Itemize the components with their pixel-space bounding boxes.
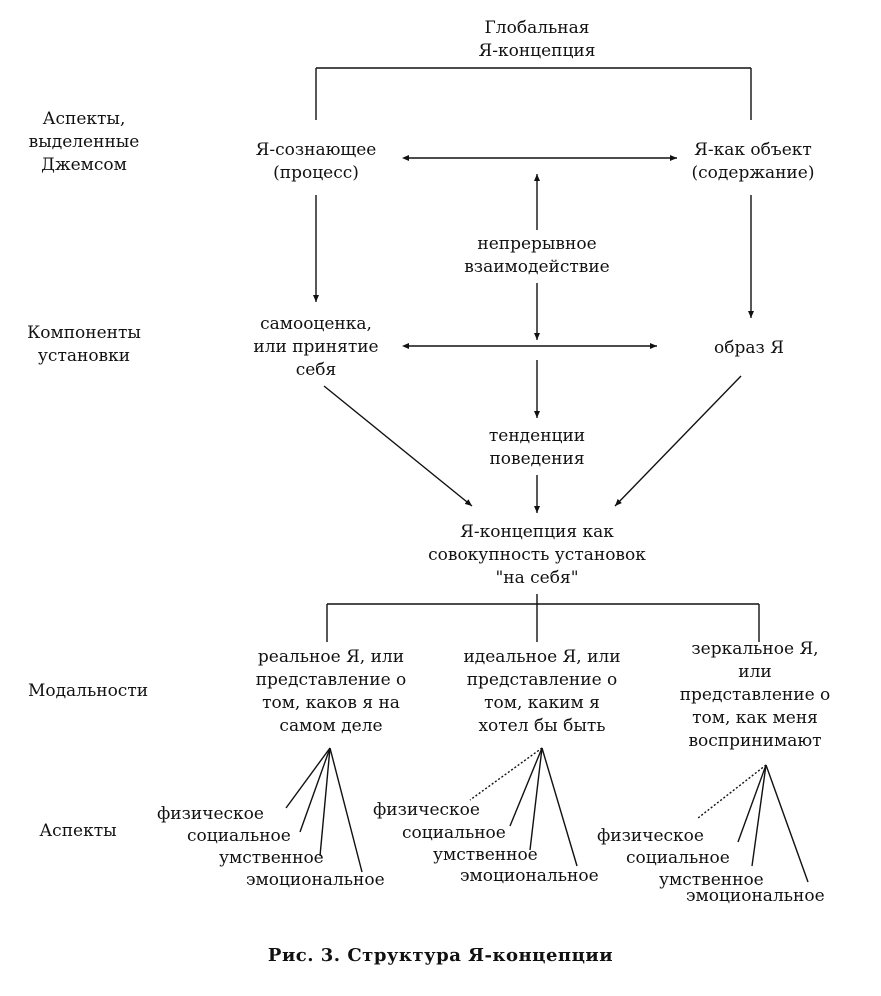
aspect-social: социальное: [402, 823, 506, 843]
self-concept-sum-node: Я-концепция как совокупность установок "…: [428, 522, 646, 588]
self-image-node: образ Я: [714, 338, 784, 358]
interaction-node: непрерывное взаимодействие: [464, 234, 610, 277]
aspect-physical: физическое: [597, 826, 704, 846]
row-label-components: Компоненты установки: [27, 323, 141, 366]
arrow-image-sum: [614, 375, 742, 507]
aspect-mental: умственное: [433, 845, 538, 865]
aspect-emotional: эмоциональное: [460, 866, 599, 886]
aspect-social: социальное: [187, 826, 291, 846]
aspect-emotional: эмоциональное: [246, 870, 385, 890]
arrow-esteem-sum: [323, 385, 473, 507]
aspect-physical: физическое: [373, 800, 480, 820]
row-label-modalities: Модальности: [27, 681, 149, 701]
aspect-mental: умственное: [659, 870, 764, 890]
behavior-node: тенденции поведения: [488, 426, 586, 469]
self-esteem-node: самооценка, или принятие себя: [253, 314, 379, 380]
self-object-node: Я-как объект (содержание): [691, 140, 815, 183]
row-label-aspects: Аспекты: [39, 821, 117, 841]
row-label-james-aspects: Аспекты, выделенные Джемсом: [28, 109, 140, 175]
aspect-physical: физическое: [157, 804, 264, 824]
mirror-self-node: зеркальное Я, или представление о том, к…: [679, 639, 831, 751]
aspect-social: социальное: [626, 848, 730, 868]
self-knowing-node: Я-сознающее (процесс): [255, 140, 377, 183]
aspect-mental: умственное: [219, 848, 324, 868]
aspect-emotional: эмоциональное: [686, 886, 825, 906]
global-self-concept: Глобальная Я-концепция: [478, 18, 596, 61]
ideal-self-node: идеальное Я, или представление о том, ка…: [463, 647, 621, 736]
figure-caption: Рис. 3. Структура Я-концепции: [267, 945, 614, 966]
real-self-node: реальное Я, или представление о том, как…: [255, 647, 407, 736]
